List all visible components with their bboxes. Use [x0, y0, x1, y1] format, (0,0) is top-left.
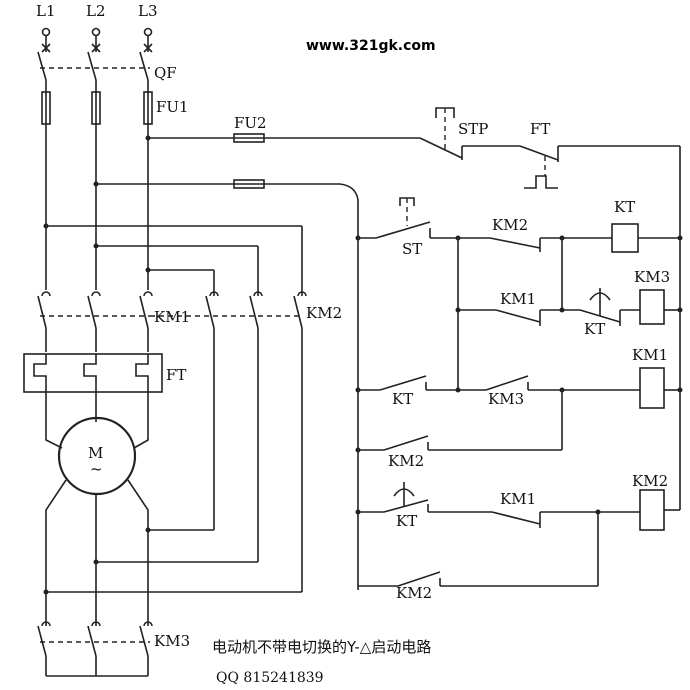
- label-kt-c2: KT: [584, 320, 605, 338]
- thermal-relay-ft: FT: [23, 353, 186, 393]
- label-km1-coil: KM1: [632, 346, 668, 364]
- label-km2-c1: KM2: [492, 216, 528, 234]
- control-row-4: KM2: [355, 390, 563, 470]
- control-supply: FU2: [96, 114, 420, 590]
- main-bus: [43, 124, 151, 290]
- control-row-1: ST KM2 KT: [355, 197, 683, 258]
- km1-main-contacts: KM1: [37, 291, 190, 352]
- terminal-l3: [143, 27, 153, 37]
- motor-circle: [57, 416, 137, 496]
- label-fu2: FU2: [234, 114, 267, 132]
- motor: M ~: [43, 392, 302, 600]
- label-l1: L1: [36, 2, 56, 20]
- phase-terminals: L1 L2 L3: [36, 2, 158, 37]
- label-km3-coil: KM3: [634, 268, 670, 286]
- motor-m-label: M: [88, 444, 103, 462]
- control-row-2: KM1 KT KM3: [455, 238, 683, 390]
- control-row-6: KM2: [358, 512, 599, 602]
- km2-tap-lines: [46, 225, 303, 296]
- stop-and-ft-row: STP FT: [419, 107, 681, 510]
- label-km2-c4: KM2: [388, 452, 424, 470]
- label-km2-main: KM2: [306, 304, 342, 322]
- label-kt-c3: KT: [392, 390, 413, 408]
- label-kt-c5: KT: [396, 512, 417, 530]
- coil-km1: [639, 367, 665, 409]
- label-l2: L2: [86, 2, 106, 20]
- control-row-5: KT KM1 KM2: [355, 472, 680, 531]
- label-stp: STP: [458, 120, 488, 138]
- label-ft-control: FT: [530, 120, 550, 138]
- label-km2-c6: KM2: [396, 584, 432, 602]
- caption-qq: QQ 815241839: [216, 670, 324, 686]
- label-km1-c5: KM1: [500, 490, 536, 508]
- label-st: ST: [402, 240, 422, 258]
- label-qf: QF: [154, 64, 177, 82]
- label-l3: L3: [138, 2, 158, 20]
- coil-km3: [639, 289, 665, 325]
- motor-tilde: ~: [90, 460, 103, 478]
- label-km3-c3: KM3: [488, 390, 524, 408]
- label-km1-c2: KM1: [500, 290, 536, 308]
- coil-kt: [611, 223, 639, 253]
- label-fu1: FU1: [156, 98, 189, 116]
- coil-km2: [639, 489, 665, 531]
- control-row-3: KT KM3 KM1: [355, 346, 683, 409]
- terminal-l2: [91, 27, 101, 37]
- site-url: www.321gk.com: [306, 38, 436, 54]
- label-km2-coil: KM2: [632, 472, 668, 490]
- label-km3-main: KM3: [154, 632, 190, 650]
- fuse-fu1: FU1: [41, 80, 189, 125]
- km3-star-contacts: KM3: [37, 600, 190, 677]
- label-kt-coil: KT: [614, 198, 635, 216]
- label-km1-main: KM1: [154, 308, 190, 326]
- caption-title: 电动机不带电切换的Y-△启动电路: [212, 638, 431, 656]
- label-ft-main: FT: [166, 366, 186, 384]
- km2-main-contacts: KM2: [150, 291, 342, 592]
- breaker-qf: QF: [37, 36, 177, 82]
- terminal-l1: [41, 27, 51, 37]
